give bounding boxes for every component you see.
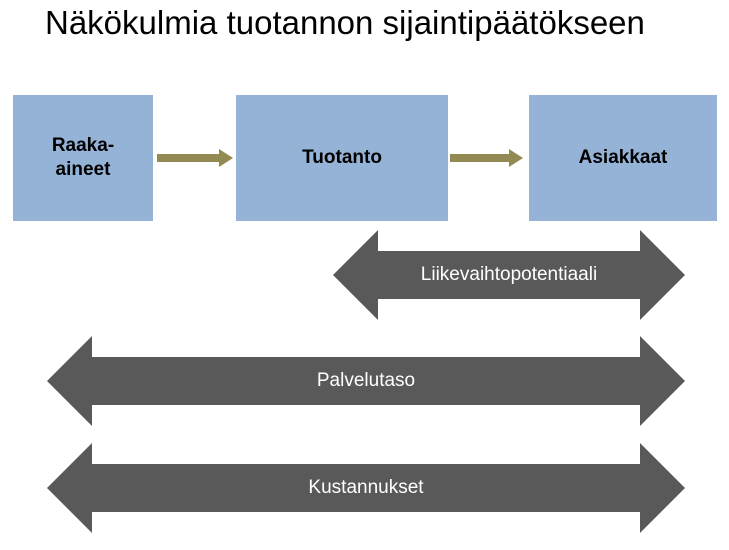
flow-arrow-icon: [450, 149, 523, 167]
box-raw-materials-label: Raaka- aineet: [51, 135, 115, 180]
box-customers-label: Asiakkaat: [578, 147, 668, 169]
box-production-label: Tuotanto: [302, 147, 382, 169]
double-arrow-icon: [333, 230, 685, 320]
box-production: Tuotanto: [236, 95, 448, 221]
arrow-service-level: Palvelutaso: [47, 336, 685, 426]
box-customers: Asiakkaat: [529, 95, 717, 221]
arrow-revenue-label: Liikevaihtopotentiaali: [420, 264, 598, 285]
double-arrow-icon: [47, 336, 685, 426]
arrow-service-label: Palvelutaso: [316, 370, 416, 391]
box-raw-materials: Raaka- aineet: [13, 95, 153, 221]
page-title: Näkökulmia tuotannon sijaintipäätökseen: [45, 4, 645, 41]
arrow-revenue-potential: Liikevaihtopotentiaali: [333, 230, 685, 320]
flow-arrow-icon: [157, 149, 233, 167]
double-arrow-icon: [47, 443, 685, 533]
arrow-costs: Kustannukset: [47, 443, 685, 533]
arrow-costs-label: Kustannukset: [308, 477, 424, 498]
